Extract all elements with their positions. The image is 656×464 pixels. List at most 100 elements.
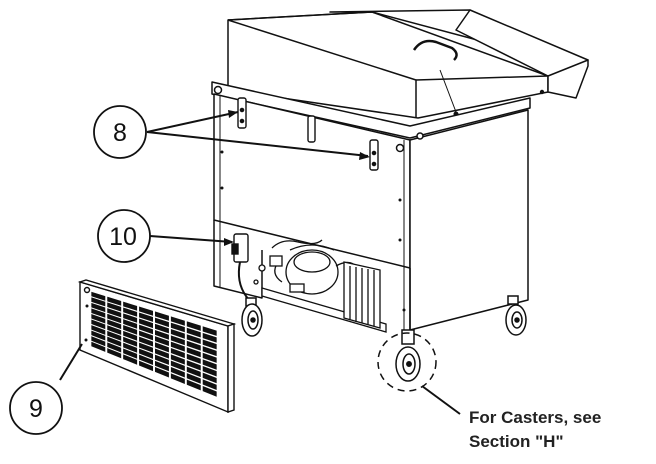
hanger-brackets xyxy=(237,97,379,171)
grille-slot xyxy=(186,334,201,345)
grille-slot xyxy=(139,348,154,359)
grille-slot xyxy=(107,302,122,312)
grille-slot xyxy=(107,319,122,330)
grille-slot xyxy=(123,336,138,347)
grille-slot xyxy=(170,341,185,352)
grille-slot xyxy=(123,313,138,323)
grille-slot xyxy=(186,321,201,331)
grille-slot xyxy=(123,301,138,311)
grille-slot xyxy=(91,302,106,313)
grille-slot xyxy=(154,348,169,359)
grille-slot xyxy=(154,323,169,334)
grille-slot xyxy=(154,354,169,365)
grille-slot xyxy=(123,348,138,359)
grille-slot xyxy=(139,312,154,322)
grille-slot xyxy=(139,360,154,372)
grille-slot xyxy=(107,325,122,335)
grille-slot xyxy=(139,336,154,347)
grille-slot xyxy=(154,342,169,353)
grille-slot xyxy=(91,313,106,324)
grille-slot xyxy=(202,359,217,370)
grille-slot xyxy=(91,336,106,347)
grille-slot xyxy=(186,373,201,384)
grille-slot xyxy=(91,297,106,307)
grille-slot xyxy=(170,335,185,346)
grille-louvers xyxy=(91,291,217,397)
caster-rear-right xyxy=(505,295,527,336)
grille-slot xyxy=(107,342,122,353)
grille-slot xyxy=(202,339,217,350)
grille-slot xyxy=(202,352,217,363)
grille-slot xyxy=(123,307,138,317)
callout-10-label: 10 xyxy=(109,223,137,251)
casters xyxy=(241,295,527,382)
grille-slot xyxy=(186,360,201,371)
grille-slot xyxy=(139,354,154,365)
grille-slot xyxy=(91,330,106,341)
grille-slot xyxy=(154,360,169,372)
grille-slot xyxy=(202,332,217,343)
grille-slot xyxy=(170,366,185,378)
caster-highlight-circle xyxy=(377,332,437,392)
grille-slot xyxy=(154,366,169,378)
grille-slot xyxy=(154,329,169,340)
caster-note-line-2: Section "H" xyxy=(469,432,564,451)
caster-note-line-1: For Casters, see xyxy=(469,408,601,427)
grille-slot xyxy=(154,336,169,347)
callout-9-label: 9 xyxy=(29,395,43,423)
grille-slot xyxy=(186,353,201,364)
grille-slot xyxy=(186,327,201,338)
grille-slot xyxy=(154,317,169,328)
callout-10: 10 xyxy=(97,209,151,263)
grille-slot xyxy=(186,379,201,391)
grille-slot xyxy=(107,308,122,318)
grille-slot xyxy=(107,348,122,359)
grille-slot xyxy=(139,342,154,353)
callout-8: 8 xyxy=(93,105,147,159)
grille-slot xyxy=(123,325,138,335)
grille-slot xyxy=(139,330,154,341)
grille-slot xyxy=(202,379,217,391)
grille-slot xyxy=(91,325,106,335)
grille-slot xyxy=(154,311,169,321)
grille-slot xyxy=(123,319,138,329)
grille-slot xyxy=(170,322,185,333)
grille-slot xyxy=(202,372,217,384)
grille-slot xyxy=(202,346,217,357)
grille-slot xyxy=(91,291,106,301)
grille-slot xyxy=(107,336,122,347)
grille-slot xyxy=(170,329,185,339)
grille-slot xyxy=(170,316,185,326)
grille-slot xyxy=(123,342,138,353)
callout-8-label: 8 xyxy=(113,119,127,147)
louvered-grille xyxy=(77,279,237,414)
grille-slot xyxy=(123,354,138,365)
grille-slot xyxy=(91,341,106,352)
grille-slot xyxy=(91,308,106,318)
grille-slot xyxy=(139,324,154,335)
leader-lines xyxy=(59,110,461,415)
grille-slot xyxy=(107,296,122,306)
grille-slot xyxy=(186,340,201,351)
grille-slot xyxy=(107,330,122,341)
grille-slot xyxy=(123,330,138,341)
cabinet-body xyxy=(211,81,531,331)
grille-slot xyxy=(170,360,185,372)
grille-slot xyxy=(202,366,217,377)
grille-slot xyxy=(170,348,185,359)
grille-slot xyxy=(139,318,154,329)
caster-note: For Casters, see Section "H" xyxy=(469,408,601,451)
grille-slot xyxy=(186,366,201,378)
grille-slot xyxy=(186,347,201,358)
grille-slot xyxy=(91,319,106,330)
caster-rear-left xyxy=(241,297,263,337)
grille-slot xyxy=(170,373,185,384)
grille-slot xyxy=(202,326,217,336)
grille-slot xyxy=(170,354,185,365)
grille-slot xyxy=(107,313,122,324)
grille-slot xyxy=(139,306,154,316)
grille-slot xyxy=(202,385,217,397)
condensing-unit xyxy=(253,239,387,333)
top-unit xyxy=(227,9,589,119)
